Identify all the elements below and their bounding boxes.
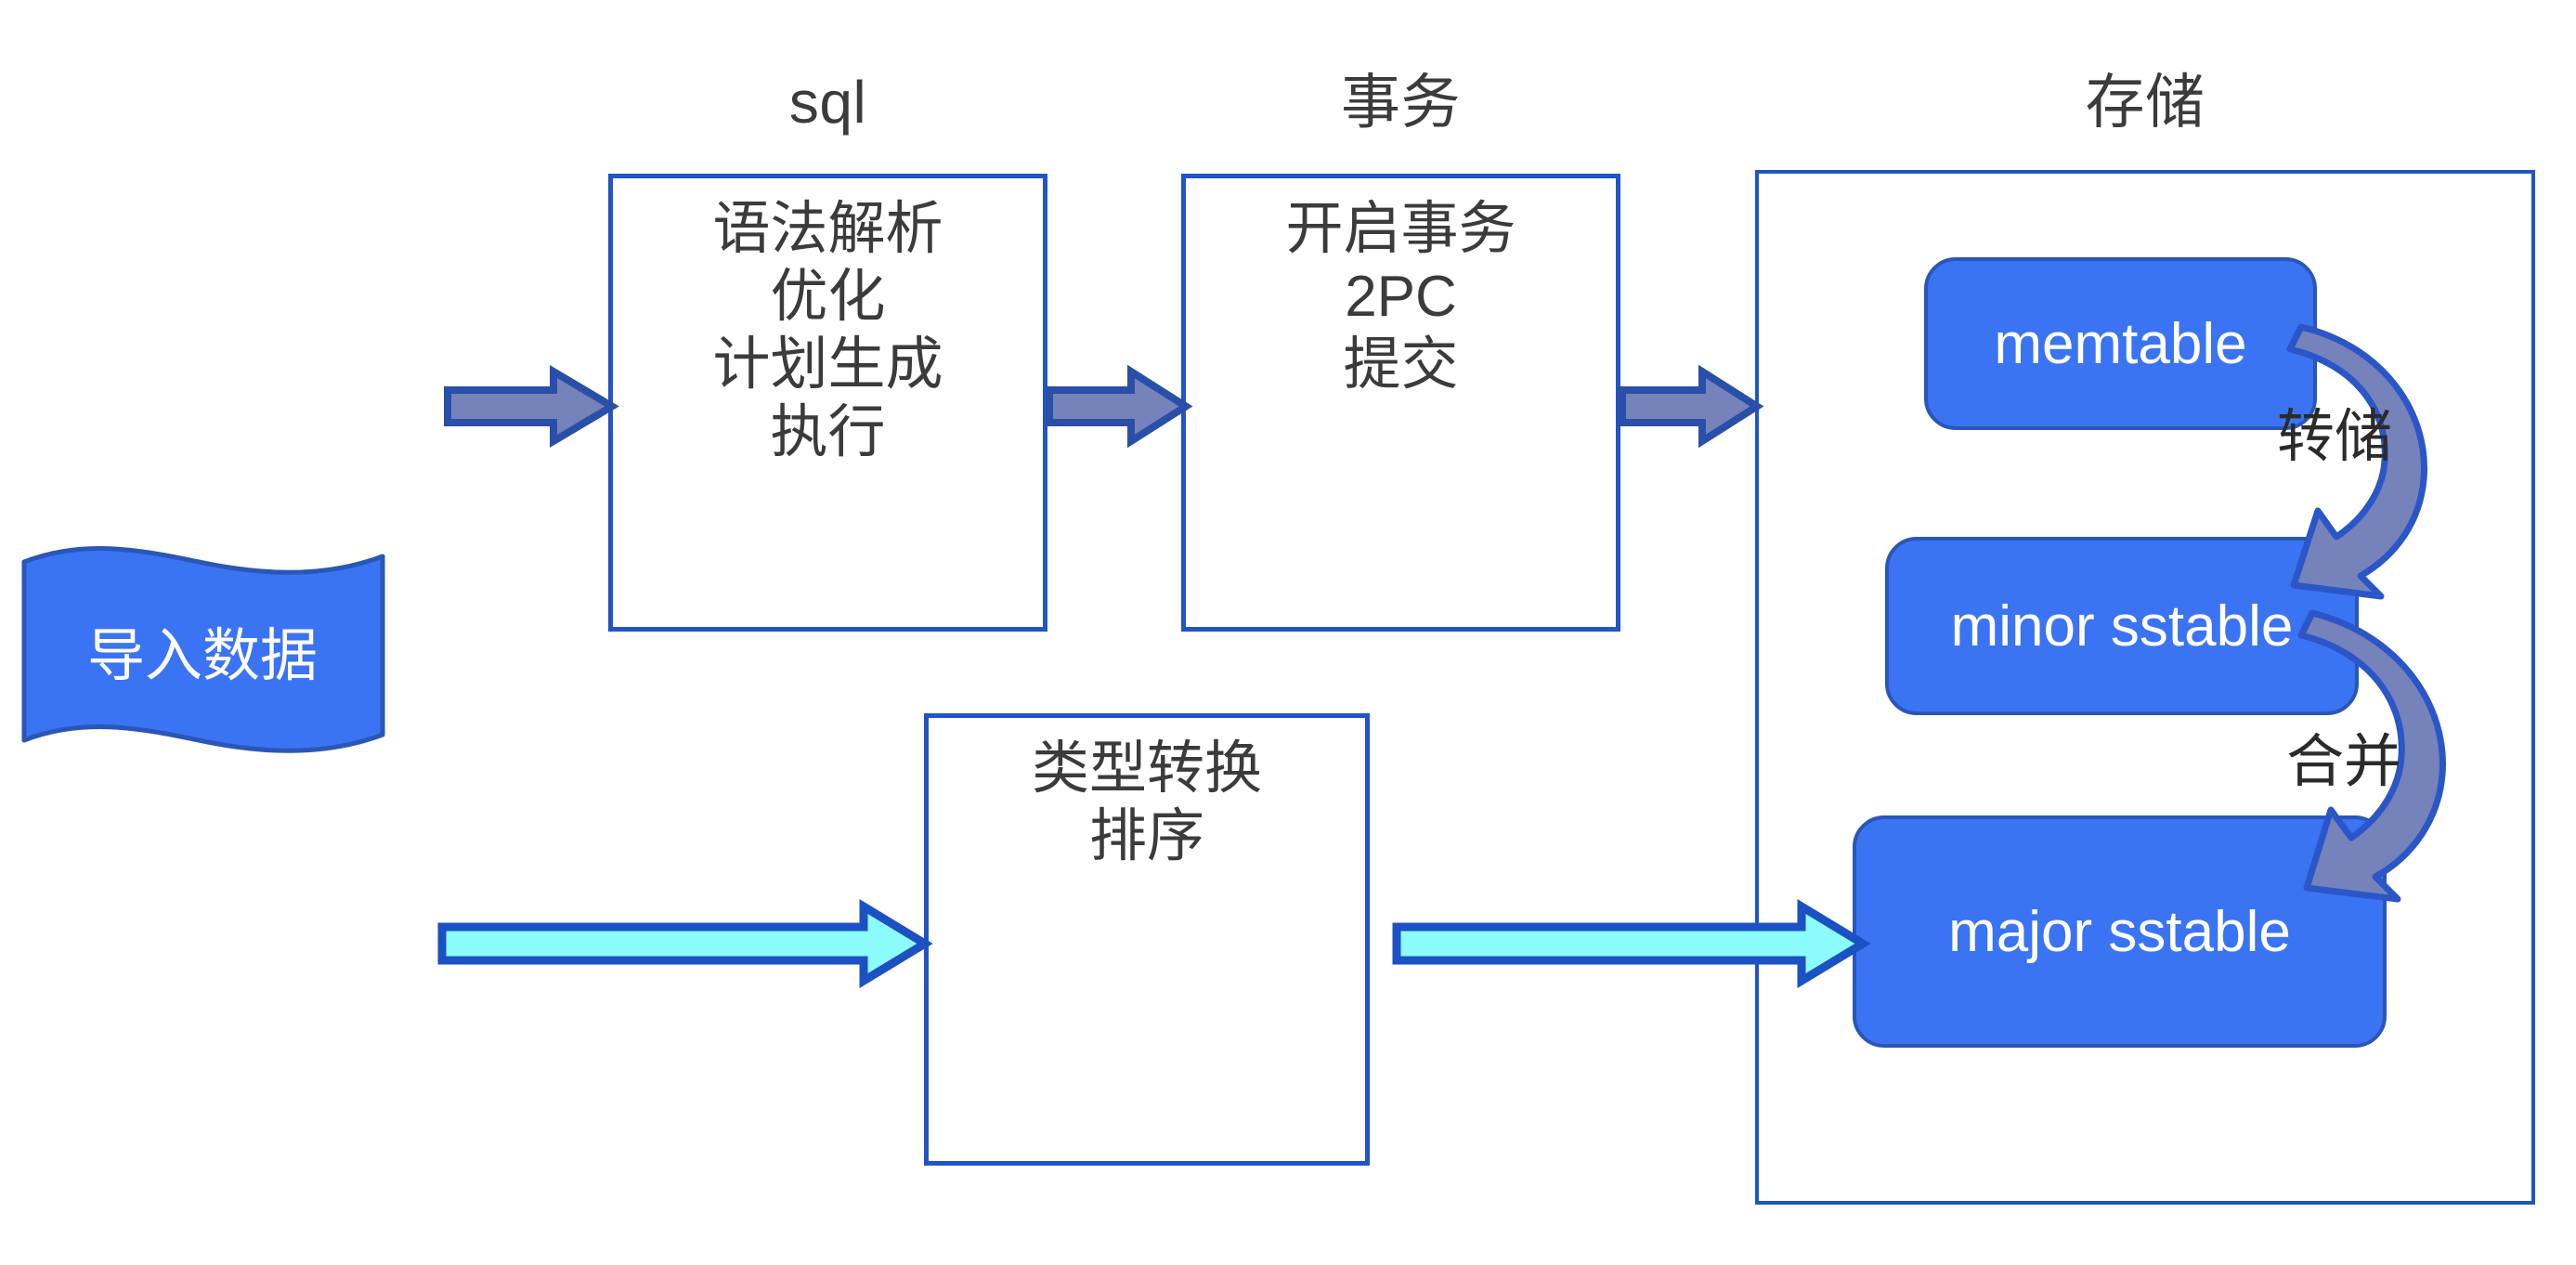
arrow-transaction-to-storage xyxy=(1619,364,1764,449)
arrow-right-cyan-icon xyxy=(437,899,933,988)
sql-line-3: 计划生成 xyxy=(712,333,943,398)
caption-storage: 存储 xyxy=(2085,69,2205,136)
arrow-start-to-sql xyxy=(444,364,619,449)
transaction-box[interactable]: 开启事务 2PC 提交 xyxy=(1181,174,1620,632)
transaction-box-lines: 开启事务 2PC 提交 xyxy=(1186,195,1616,398)
convert-box[interactable]: 类型转换 排序 xyxy=(924,713,1370,1166)
node-memtable-label: memtable xyxy=(1994,311,2247,376)
node-major-sstable[interactable]: major sstable xyxy=(1853,815,2387,1048)
flag-shape-icon xyxy=(21,546,385,753)
convert-line-2: 排序 xyxy=(1088,804,1204,869)
curved-arrow-down-icon xyxy=(2286,323,2428,600)
caption-transaction: 事务 xyxy=(1341,69,1461,136)
node-major-sstable-label: major sstable xyxy=(1948,899,2291,964)
arrow-sql-to-transaction xyxy=(1046,364,1193,449)
arrow-convert-to-major-sstable xyxy=(1392,899,1871,988)
sql-box[interactable]: 语法解析 优化 计划生成 执行 xyxy=(608,174,1047,632)
convert-box-lines: 类型转换 排序 xyxy=(929,735,1365,870)
transaction-line-3: 提交 xyxy=(1343,333,1459,398)
caption-sql: sql xyxy=(788,69,867,136)
sql-box-lines: 语法解析 优化 计划生成 执行 xyxy=(613,195,1043,467)
curved-arrow-dump xyxy=(2257,306,2470,600)
sql-line-4: 执行 xyxy=(770,400,886,465)
node-minor-sstable-label: minor sstable xyxy=(1950,593,2294,659)
sql-line-1: 语法解析 xyxy=(712,197,943,261)
arrow-right-cyan-icon xyxy=(1392,899,1871,988)
curved-arrow-merge-label: 合并 xyxy=(2286,730,2402,794)
start-node-import-data[interactable]: 导入数据 xyxy=(17,534,388,766)
arrow-start-to-convert xyxy=(437,899,933,988)
curved-arrow-merge xyxy=(2266,594,2489,903)
convert-line-1: 类型转换 xyxy=(1031,737,1262,801)
transaction-line-2: 2PC xyxy=(1345,265,1457,330)
arrow-right-purple-icon xyxy=(1046,364,1193,449)
node-memtable[interactable]: memtable xyxy=(1924,257,2317,430)
arrow-right-purple-icon xyxy=(1619,364,1764,449)
curved-arrow-down-icon xyxy=(2297,609,2446,903)
transaction-line-1: 开启事务 xyxy=(1285,197,1516,261)
arrow-right-purple-icon xyxy=(444,364,619,449)
curved-arrow-dump-label: 转储 xyxy=(2277,405,2393,469)
sql-line-2: 优化 xyxy=(770,265,886,330)
node-minor-sstable[interactable]: minor sstable xyxy=(1885,537,2359,715)
